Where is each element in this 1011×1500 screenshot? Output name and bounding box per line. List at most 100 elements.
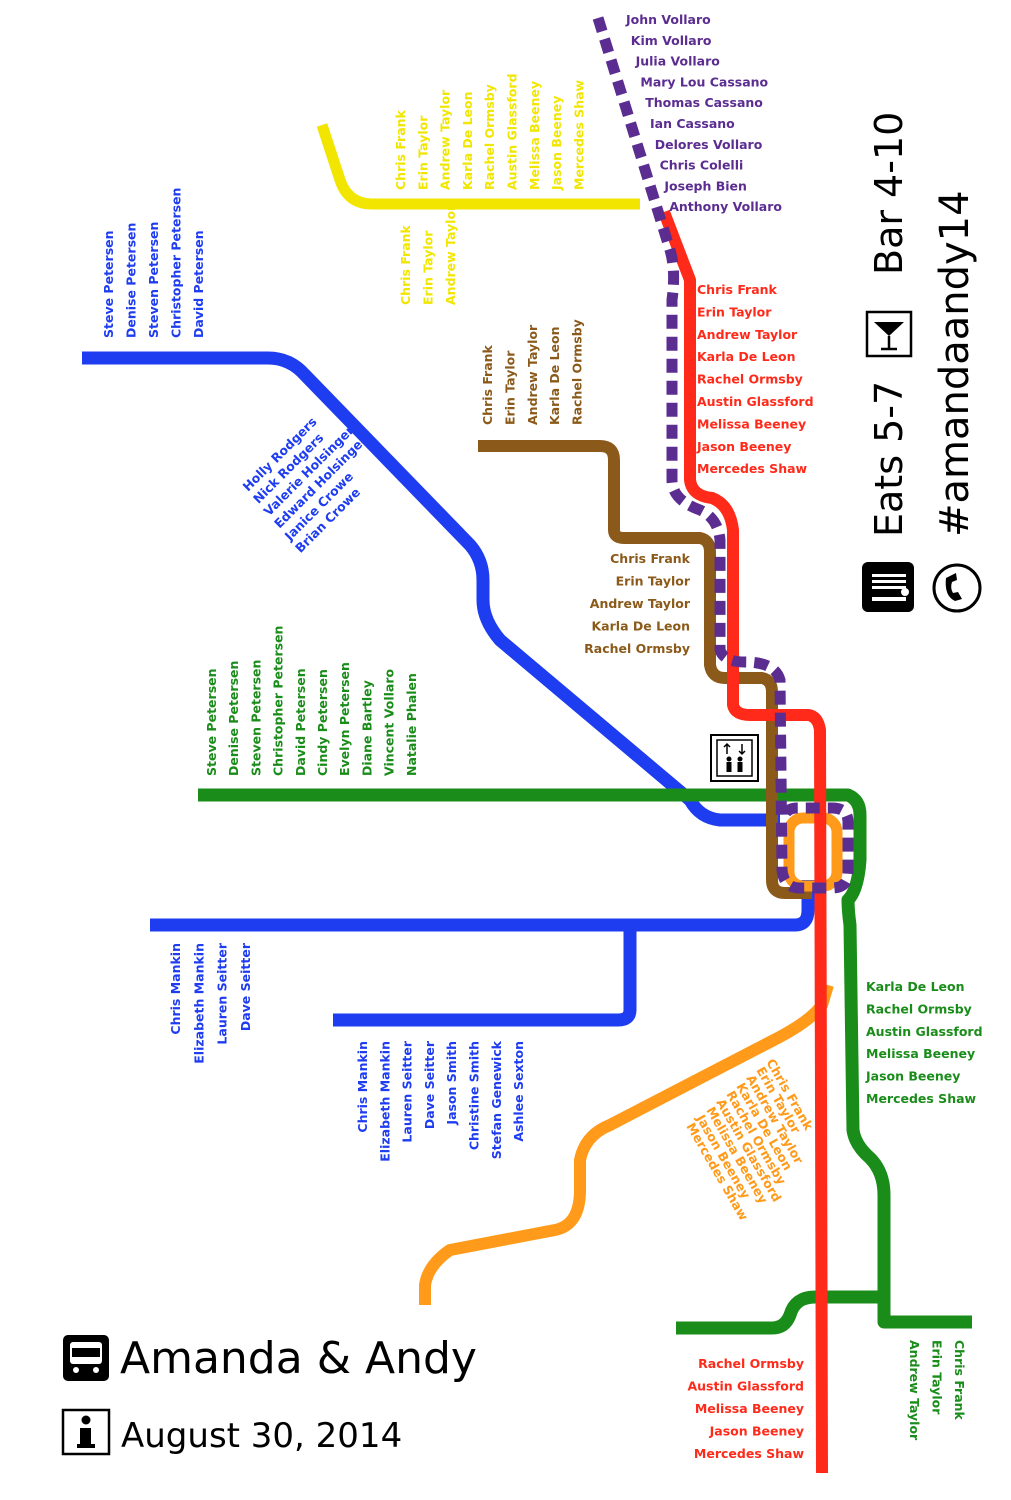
guest-name: Karla De Leon: [547, 327, 562, 426]
orange-loop: [783, 812, 843, 892]
guest-name: Rachel Ormsby: [584, 641, 690, 656]
brown-line: [478, 440, 812, 899]
guest-name: Andrew Taylor: [525, 324, 540, 425]
guest-name: Mercedes Shaw: [571, 79, 586, 190]
guest-name: Delores Vollaro: [655, 137, 763, 152]
guest-name: Anthony Vollaro: [669, 199, 782, 214]
guest-name: Jason Beeney: [865, 1069, 960, 1084]
guest-name: Karla De Leon: [460, 92, 475, 191]
blue-line-lower-branch: [333, 925, 637, 1027]
guest-name: Karla De Leon: [866, 979, 965, 994]
guest-name: Chris Frank: [398, 224, 413, 305]
guest-name: Rachel Ormsby: [698, 1356, 804, 1371]
guest-name: Ashlee Sexton: [511, 1041, 526, 1142]
guest-name: Rachel Ormsby: [570, 319, 585, 425]
guest-name: Christopher Petersen: [169, 188, 184, 338]
guest-name: Andrew Taylor: [443, 204, 458, 305]
guest-name: Chris Frank: [610, 551, 691, 566]
bar-time: Bar 4-10: [867, 112, 911, 275]
guest-name: Chris Frank: [393, 109, 408, 190]
guest-name: Melissa Beeney: [697, 416, 806, 431]
green-line-south-branch: [676, 1290, 884, 1335]
yellow-line: [316, 123, 640, 210]
guest-name: Andrew Taylor: [590, 596, 691, 611]
guest-name: Jason Beeney: [709, 1424, 804, 1439]
guest-name: David Petersen: [293, 668, 308, 776]
purple-line: [592, 16, 854, 894]
guest-name: Rachel Ormsby: [866, 1001, 972, 1016]
fork-knife-icon: [862, 562, 914, 612]
guest-name: Chris Frank: [697, 282, 778, 297]
guest-name: Jason Smith: [444, 1041, 459, 1126]
guest-name: Elizabeth Mankin: [191, 943, 206, 1064]
guest-name: Erin Taylor: [697, 304, 772, 319]
guest-name: Rachel Ormsby: [482, 84, 497, 190]
guest-name: Dave Seitter: [422, 1040, 437, 1129]
green-line: [198, 788, 972, 1329]
guest-name: Andrew Taylor: [907, 1340, 922, 1441]
guest-name: Austin Glassford: [866, 1024, 983, 1039]
guest-name: John Vollaro: [625, 12, 711, 27]
guest-name: Melissa Beeney: [866, 1046, 975, 1061]
guest-name: Melissa Beeney: [695, 1401, 804, 1416]
blue-line-lower: [150, 880, 815, 932]
guest-name: Andrew Taylor: [438, 89, 453, 190]
guest-name: Elizabeth Mankin: [377, 1041, 392, 1162]
guest-name: Joseph Bien: [663, 178, 747, 193]
guest-name: Mercedes Shaw: [866, 1091, 977, 1106]
guest-name: Vincent Vollaro: [382, 669, 397, 776]
guest-name: Steven Petersen: [146, 222, 161, 338]
guest-name: Austin Glassford: [687, 1379, 804, 1394]
guest-name: Natalie Phalen: [404, 673, 419, 776]
guest-name: Christopher Petersen: [271, 626, 286, 776]
guest-name: Austin Glassford: [697, 394, 814, 409]
guest-name: Andrew Taylor: [697, 327, 798, 342]
orange-line: [419, 983, 834, 1305]
guest-name: Steven Petersen: [248, 660, 263, 776]
guest-name: Christine Smith: [467, 1041, 482, 1150]
guest-name: Evelyn Petersen: [337, 662, 352, 776]
guest-name: Austin Glassford: [505, 73, 520, 190]
guest-name: Mercedes Shaw: [697, 461, 808, 476]
blue-line-upper: [82, 351, 780, 827]
guest-name: Erin Taylor: [930, 1340, 945, 1415]
guest-name: Stefan Genewick: [489, 1040, 504, 1159]
guest-name: Thomas Cassano: [645, 95, 763, 110]
eats-time: Eats 5-7: [867, 381, 911, 537]
guest-name: Chris Frank: [480, 344, 495, 425]
guest-name: Karla De Leon: [697, 349, 796, 364]
guest-name: Lauren Seitter: [400, 1040, 415, 1142]
guest-name: Chris Mankin: [168, 943, 183, 1035]
bus-icon: [63, 1335, 109, 1381]
guest-name: David Petersen: [191, 230, 206, 338]
elevator-icon: [710, 734, 759, 782]
guest-name: Diane Bartley: [359, 680, 374, 776]
guest-name: Jason Beeney: [549, 96, 564, 191]
guest-name: Chris Frank: [952, 1340, 967, 1421]
guest-name: Chris Colelli: [660, 158, 744, 173]
guest-name: Dave Seitter: [238, 942, 253, 1031]
guest-name: Erin Taylor: [415, 115, 430, 190]
martini-glass-icon: [865, 310, 913, 358]
guest-name: Erin Taylor: [421, 230, 436, 305]
guest-name: Julia Vollaro: [635, 54, 721, 69]
info-icon: [61, 1408, 111, 1456]
guest-name: Chris Mankin: [355, 1041, 370, 1133]
guest-name: Denise Petersen: [226, 661, 241, 776]
guest-name: Lauren Seitter: [215, 942, 230, 1044]
guest-name: Karla De Leon: [592, 619, 691, 634]
page-title: Amanda & Andy: [120, 1333, 477, 1384]
guest-name: Mary Lou Cassano: [640, 74, 768, 89]
phone-icon: [932, 563, 982, 613]
guest-name: Jason Beeney: [696, 439, 791, 454]
guest-name: Melissa Beeney: [527, 81, 542, 190]
event-date: August 30, 2014: [121, 1416, 402, 1456]
guest-name: Erin Taylor: [616, 574, 691, 589]
guest-name: Steve Petersen: [101, 230, 116, 338]
hashtag: #amandaandy14: [932, 190, 978, 537]
guest-name: Cindy Petersen: [315, 669, 330, 776]
guest-name: Ian Cassano: [650, 116, 735, 131]
guest-name: Kim Vollaro: [631, 33, 712, 48]
